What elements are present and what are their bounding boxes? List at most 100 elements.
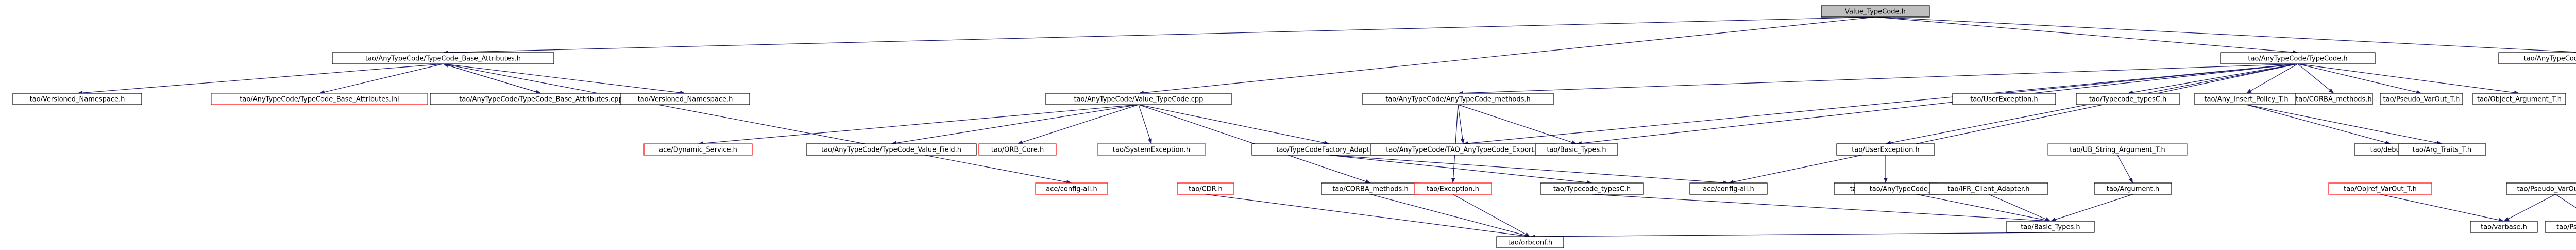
node-ace-config-all-h[interactable]: ace/config-all.h [1689,182,1768,195]
node-box [1540,182,1644,195]
node-label: tao/AnyTypeCode/AnyTypeCode_methods.h [1385,96,1531,104]
edge [1329,155,1592,185]
node-label: tao/Object_Argument_T.h [2477,96,2562,104]
node-tao-varbase-h[interactable]: tao/varbase.h [2470,221,2538,233]
node-tao-anytypecode-value-typecode-inl[interactable]: tao/AnyTypeCode/Value_TypeCode.inl [2498,52,2576,64]
edge [2246,104,2391,145]
edge [443,63,541,94]
edge-root-to-basic_attr_h [443,16,1876,55]
node-label: tao/AnyTypeCode/Value_TypeCode.cpp [1074,96,1204,104]
node-label: tao/Versioned_Namespace.h [638,96,733,104]
node-tao-argument-h[interactable]: tao/Argument.h [2094,182,2172,195]
edge [1138,16,1876,95]
edge-basic_attr_h-to-versioned_ns [77,63,444,95]
node-label: ace/config-all.h [1046,186,1097,193]
node-tao-orb-core-h[interactable]: tao/ORB_Core.h [978,143,1057,156]
node-tao-corba-methods-h[interactable]: tao/CORBA_methods.h [2295,93,2373,105]
node-tao-userexception-h[interactable]: tao/UserException.h [1836,143,1935,156]
node-tao-orbconf-h[interactable]: tao/orbconf.h [1496,236,1564,248]
edge [1138,104,1330,145]
node-label: tao/Pseudo_VarOut_T.h [2383,96,2460,104]
node-box [1496,236,1564,248]
node-label: tao/AnyTypeCode/TypeCode_Base_Attributes… [365,55,521,63]
node-tao-anytypecode-typecode-base-attributes-cpp[interactable]: tao/AnyTypeCode/TypeCode_Base_Attributes… [430,93,652,105]
node-tao-pseudo-varout-t-h[interactable]: tao/Pseudo_VarOut_T.h [2380,93,2463,105]
edge-typecode_h-to-corba_methods [2297,63,2334,94]
node-tao-basic-types-h[interactable]: tao/Basic_Types.h [1535,143,1618,156]
node-label: ace/Dynamic_Service.h [659,146,737,154]
node-box [1045,93,1232,105]
node-tao-cdr-h[interactable]: tao/CDR.h [1177,182,1234,195]
node-label: tao/AnyTypeCode/Value_TypeCode.inl [2524,55,2576,63]
node-box [2047,143,2188,156]
node-tao-anytypecode-typecode-base-attributes-inl[interactable]: tao/AnyTypeCode/TypeCode_Base_Attributes… [211,93,428,105]
node-tao-versioned-namespace-h[interactable]: tao/Versioned_Namespace.h [12,93,142,105]
node-box [2545,221,2576,233]
node-box [1821,5,1930,18]
node-tao-anytypecode-tao-anytypecode-export-h[interactable]: tao/AnyTypeCode/TAO_AnyTypeCode_Export.h [1370,143,1556,156]
node-label: ace/config-all.h [1703,186,1754,193]
node-tao-any-insert-policy-t-h[interactable]: tao/Any_Insert_Policy_T.h [2194,93,2298,105]
node-tao-ifr-client-adapter-h[interactable]: tao/IFR_Client_Adapter.h [1929,182,2048,195]
node-box [2506,182,2576,195]
edge-cdr_h-to-orbconf [1205,194,1531,238]
edge-typecode_h-to-tc_methods [1458,63,2298,95]
node-box [1689,182,1768,195]
node-label: tao/Versioned_Namespace.h [30,96,125,104]
node-tao-arg-traits-t-h[interactable]: tao/Arg_Traits_T.h [2398,143,2486,156]
node-tao-pseudo-varout-t-inl[interactable]: tao/Pseudo_VarOut_T.inl [2545,221,2576,233]
node-tao-typecode-typesc-h[interactable]: tao/Typecode_typesC.h [1540,182,1644,195]
edge-root-to-value_typecode_cpp [1138,16,1876,95]
node-tao-objref-varout-t-h[interactable]: tao/Objref_VarOut_T.h [2328,182,2432,195]
edge-ub_string_argument-to-argument_h [2117,155,2133,184]
node-label: tao/Exception.h [1427,186,1479,193]
node-box [978,143,1057,156]
node-label: tao/Arg_Traits_T.h [2413,146,2471,154]
node-box [1952,93,2056,105]
node-tao-systemexception-h[interactable]: tao/SystemException.h [1097,143,1206,156]
edge-argument_h-to-basic_types2 [2050,194,2133,222]
node-tao-exception-h[interactable]: tao/Exception.h [1414,182,1492,195]
node-label: tao/CORBA_methods.h [1332,186,1408,193]
node-tao-anytypecode-typecode-h[interactable]: tao/AnyTypeCode/TypeCode.h [2220,52,2376,64]
node-box [2076,93,2180,105]
edge [1458,104,1465,144]
node-tao-basic-types-h[interactable]: tao/Basic_Types.h [2006,221,2095,233]
edge-value_typecode_cpp-to-value_field [891,104,1139,145]
edge [1530,232,2051,239]
edge-typecode_h-to-config_all2 [1728,63,2298,184]
node-label: tao/CORBA_methods.h [2296,96,2371,104]
node-tao-anytypecode-value-typecode-cpp[interactable]: tao/AnyTypeCode/Value_TypeCode.cpp [1045,93,1232,105]
node-tao-anytypecode-typecode-value-field-h[interactable]: tao/AnyTypeCode/TypeCode_Value_Field.h [806,143,977,156]
edge [2297,63,2334,94]
node-tao-anytypecode-anytypecode-methods-h[interactable]: tao/AnyTypeCode/AnyTypeCode_methods.h [1362,93,1554,105]
edge-typecode_h-to-pseudo_varout [2297,63,2422,94]
node-tao-object-argument-t-h[interactable]: tao/Object_Argument_T.h [2472,93,2566,105]
edge-pseudo_varout2-to-varout_h [2503,194,2556,222]
node-box [643,143,753,156]
edge-ifr_client_adapter-to-basic_types2 [1988,194,2051,222]
node-label: tao/Argument.h [2107,186,2159,193]
node-tao-corba-methods-h[interactable]: tao/CORBA_methods.h [1321,182,1420,195]
node-tao-pseudo-varout-t-h[interactable]: tao/Pseudo_VarOut_T.h [2506,182,2576,195]
node-tao-ub-string-argument-t-h[interactable]: tao/UB_String_Argument_T.h [2047,143,2188,156]
node-ace-config-all-h[interactable]: ace/config-all.h [1035,182,1108,195]
edge [2246,63,2298,94]
node-tao-anytypecode-typecode-base-attributes-h[interactable]: tao/AnyTypeCode/TypeCode_Base_Attributes… [332,52,554,64]
edge [1591,194,2051,223]
node-tao-typecode-typesc-h[interactable]: tao/Typecode_typesC.h [2076,93,2180,105]
node-ace-dynamic-service-h[interactable]: ace/Dynamic_Service.h [643,143,753,156]
edge-root-to-value_typecode_inl [1875,16,2576,53]
node-label: tao/UB_String_Argument_T.h [2070,146,2165,154]
edge [319,63,444,94]
node-tao-typecodefactory-adapter-h[interactable]: tao/TypeCodeFactory_Adapter.h [1251,143,1407,156]
edge-value_typecode_cpp-to-tc_factory_adapter [1138,104,1330,145]
node-tao-userexception-h[interactable]: tao/UserException.h [1952,93,2056,105]
edge-root-to-typecode_h [1875,16,2298,55]
edge-typecode_h-to-basic_types [1576,63,2298,145]
node-tao-versioned-namespace-h[interactable]: tao/Versioned_Namespace.h [620,93,750,105]
node-box [1929,182,2048,195]
node-box [1035,182,1108,195]
node-value-typecode-h[interactable]: Value_TypeCode.h [1821,5,1930,18]
edge-typecode_typesc2-to-basic_types2 [1591,194,2051,223]
